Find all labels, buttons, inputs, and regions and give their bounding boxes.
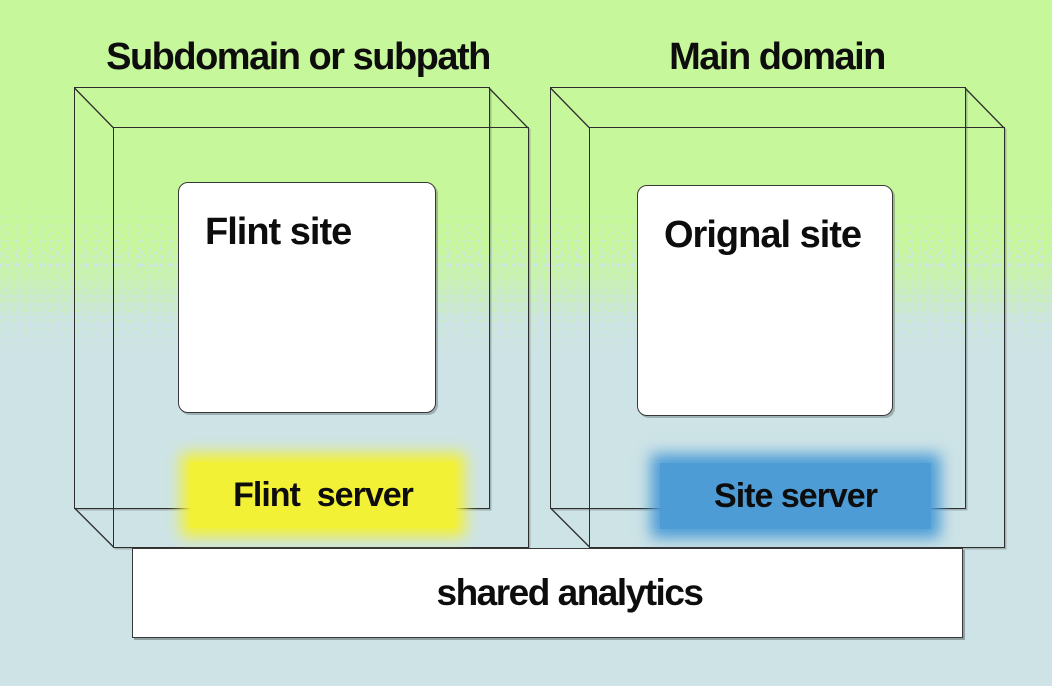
left-box-front-face xyxy=(113,127,529,548)
shared-analytics-box: shared analytics xyxy=(132,548,963,638)
shared-analytics-label: shared analytics xyxy=(436,572,704,613)
flint-server-label: Flint server xyxy=(233,475,414,514)
site-server-highlight: Site server xyxy=(660,463,931,529)
right-box-front-face xyxy=(589,127,1005,548)
right-group-title: Main domain xyxy=(669,36,886,78)
flint-site-card: Flint site xyxy=(178,182,436,413)
site-server-label: Site server xyxy=(714,476,878,515)
original-site-label: Orignal site xyxy=(664,214,862,256)
flint-site-label: Flint site xyxy=(205,211,352,253)
flint-server-highlight: Flint server xyxy=(190,462,456,528)
left-group-title: Subdomain or subpath xyxy=(106,36,491,78)
original-site-card: Orignal site xyxy=(637,185,893,416)
